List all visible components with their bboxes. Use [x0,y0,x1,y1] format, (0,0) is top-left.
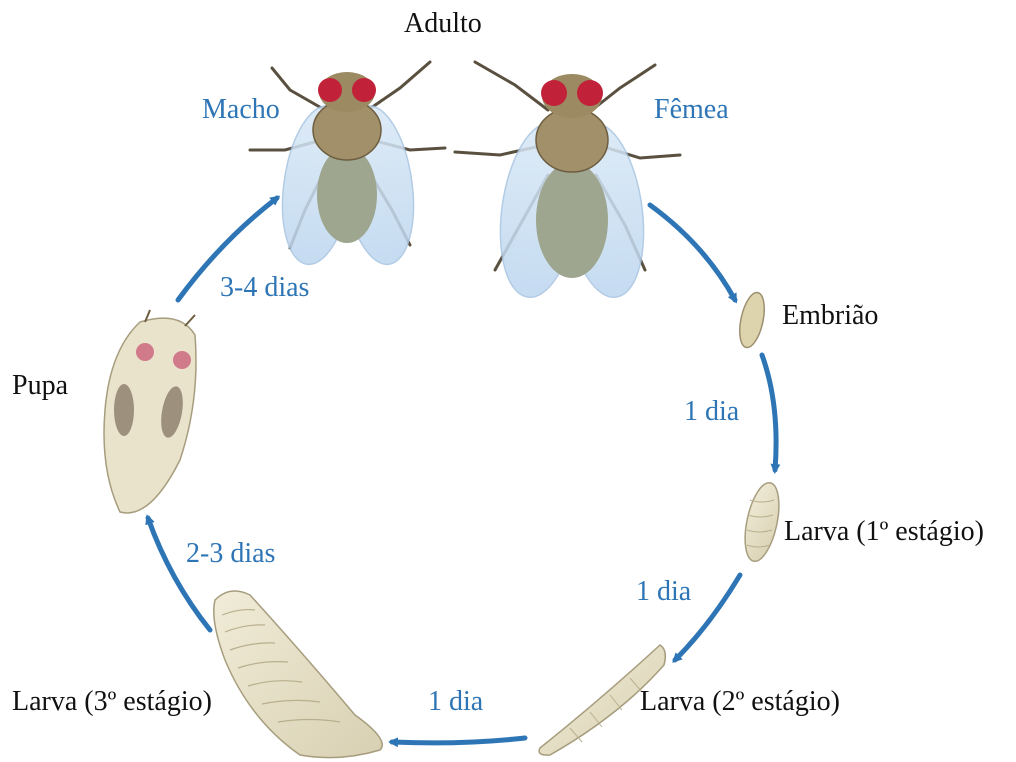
larva1-image [739,480,785,564]
arrow-larva3-to-pupa [148,518,210,630]
arrow-adult-to-embryo [650,205,735,300]
duration-pupa-to-adult: 3-4 dias [220,274,309,302]
duration-larva2-to-larva3: 1 dia [428,688,483,716]
duration-larva1-to-larva2: 1 dia [636,578,691,606]
larva3-image [214,591,382,758]
embryo-image [735,290,768,349]
male-label: Macho [202,96,280,124]
pupa-image [104,310,196,513]
female-label: Fêmea [654,96,729,124]
adult-label: Adulto [404,10,482,38]
embryo-label: Embrião [782,302,878,330]
larva3-label: Larva (3º estágio) [12,688,212,716]
larva2-label: Larva (2º estágio) [640,688,840,716]
pupa-label: Pupa [12,372,68,400]
duration-embryo-to-larva1: 1 dia [684,398,739,426]
duration-larva3-to-pupa: 2-3 dias [186,540,275,568]
arrow-embryo-to-larva1 [762,355,776,470]
arrow-larva2-to-larva3 [392,738,525,743]
larva1-label: Larva (1º estágio) [784,518,984,546]
female-fly [455,62,680,302]
